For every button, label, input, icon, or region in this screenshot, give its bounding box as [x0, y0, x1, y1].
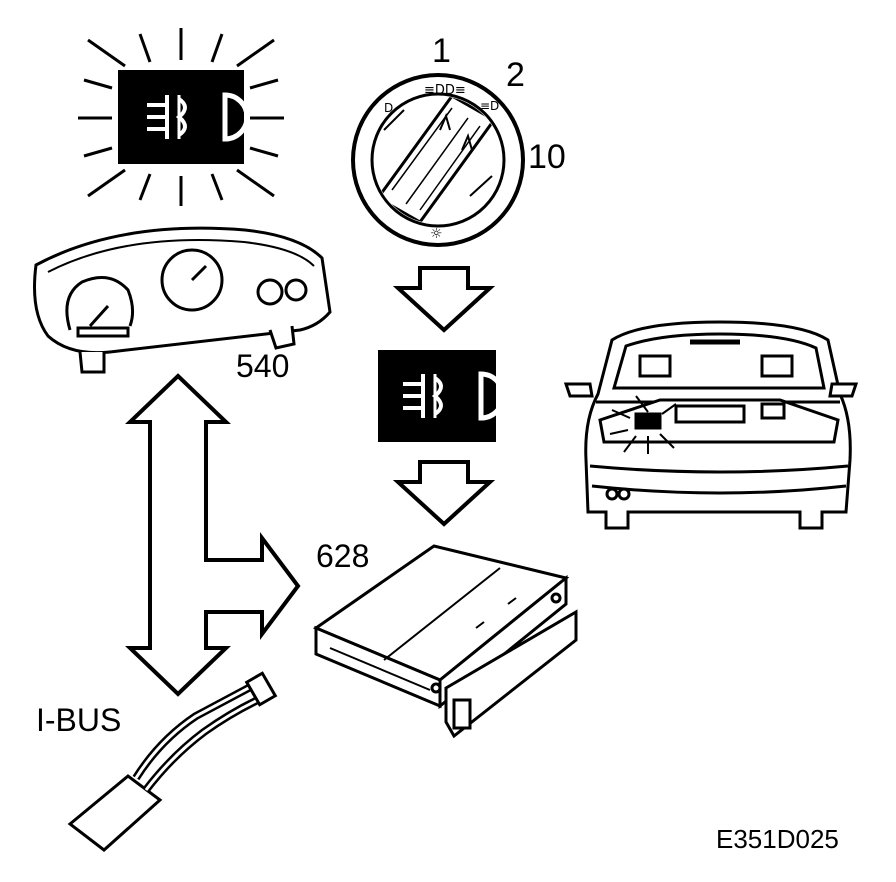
svg-text:D: D — [384, 101, 393, 115]
car-rear-view-icon — [563, 320, 859, 530]
switch-position-10-label: 10 — [528, 138, 566, 176]
figure-code-label: E351D025 — [716, 824, 839, 854]
bus-connector-icon — [67, 671, 278, 852]
bus-label: I-BUS — [36, 702, 122, 738]
rear-fog-lamp-indicator-icon — [378, 350, 503, 442]
light-switch-icon: ≡DD≡ ≡D D ☼ — [351, 73, 525, 247]
bus-communication-arrow-icon — [125, 373, 301, 697]
instrument-cluster-icon — [33, 226, 332, 374]
svg-text:☼: ☼ — [430, 226, 443, 242]
svg-text:≡DD≡: ≡DD≡ — [424, 83, 466, 98]
switch-position-1-label: 1 — [432, 32, 451, 70]
instrument-cluster-label: 540 — [236, 348, 290, 384]
rear-fog-lamp-indicator-lit-icon — [78, 28, 284, 206]
down-arrow-icon — [392, 460, 496, 527]
svg-text:≡D: ≡D — [480, 99, 499, 113]
switch-position-2-label: 2 — [506, 56, 525, 94]
down-arrow-icon — [392, 266, 496, 333]
control-module-icon — [312, 544, 578, 739]
control-module-label: 628 — [316, 538, 370, 574]
